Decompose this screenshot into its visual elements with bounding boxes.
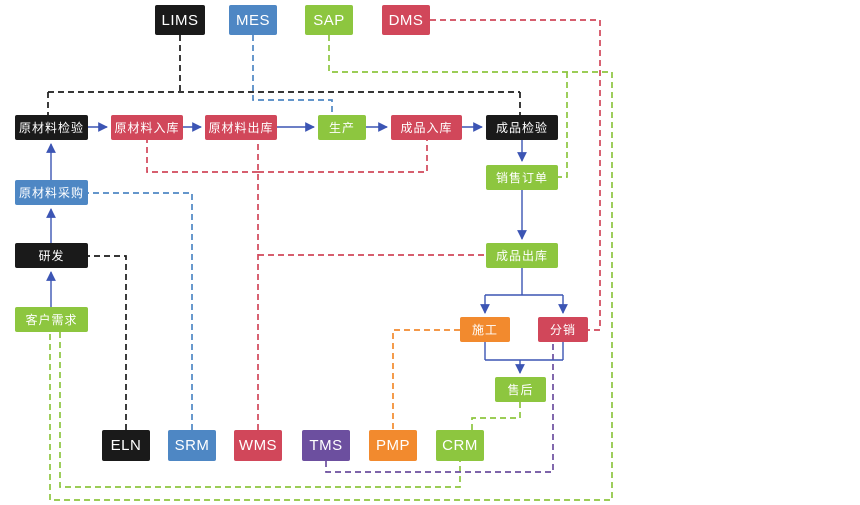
- edge-eln-rnd: [88, 255, 127, 430]
- node-production: 生产: [318, 115, 366, 140]
- node-raw-material-procurement: 原材料采购: [15, 180, 88, 205]
- edge-srm-procurement: [88, 192, 193, 430]
- node-raw-material-inbound: 原材料入库: [111, 115, 183, 140]
- node-raw-material-inspection: 原材料检验: [15, 115, 88, 140]
- node-pmp: PMP: [369, 430, 417, 461]
- node-raw-material-outbound: 原材料出库: [205, 115, 277, 140]
- node-tms: TMS: [302, 430, 350, 461]
- node-rnd: 研发: [15, 243, 88, 268]
- edge-dms-distribution: [430, 19, 601, 331]
- node-lims: LIMS: [155, 5, 205, 35]
- node-sales-order: 销售订单: [486, 165, 558, 190]
- connector-outbound-split: [485, 268, 563, 296]
- edge-mes-production: [252, 35, 333, 115]
- edge-lims-inspections: [47, 35, 521, 115]
- edge-sap-loop: [49, 35, 613, 501]
- node-finished-goods-outbound: 成品出库: [486, 243, 558, 268]
- node-sap: SAP: [305, 5, 353, 35]
- node-dms: DMS: [382, 5, 430, 35]
- node-distribution: 分销: [538, 317, 588, 342]
- edge-crm-after-sales: [471, 402, 521, 430]
- node-finished-goods-inbound: 成品入库: [391, 115, 462, 140]
- connector-aftersales-merge: [484, 342, 564, 361]
- edge-crm-customer-demand: [59, 332, 461, 488]
- node-construction: 施工: [460, 317, 510, 342]
- node-customer-demand: 客户需求: [15, 307, 88, 332]
- node-srm: SRM: [168, 430, 216, 461]
- node-finished-goods-inspection: 成品检验: [486, 115, 558, 140]
- node-wms: WMS: [234, 430, 282, 461]
- node-crm: CRM: [436, 430, 484, 461]
- node-after-sales: 售后: [495, 377, 546, 402]
- edge-sap-sales-order: [558, 72, 568, 178]
- edge-pmp-construction: [392, 329, 460, 430]
- node-mes: MES: [229, 5, 277, 35]
- edge-wms-warehouse: [146, 140, 486, 430]
- edge-tms-distribution: [325, 342, 554, 473]
- node-eln: ELN: [102, 430, 150, 461]
